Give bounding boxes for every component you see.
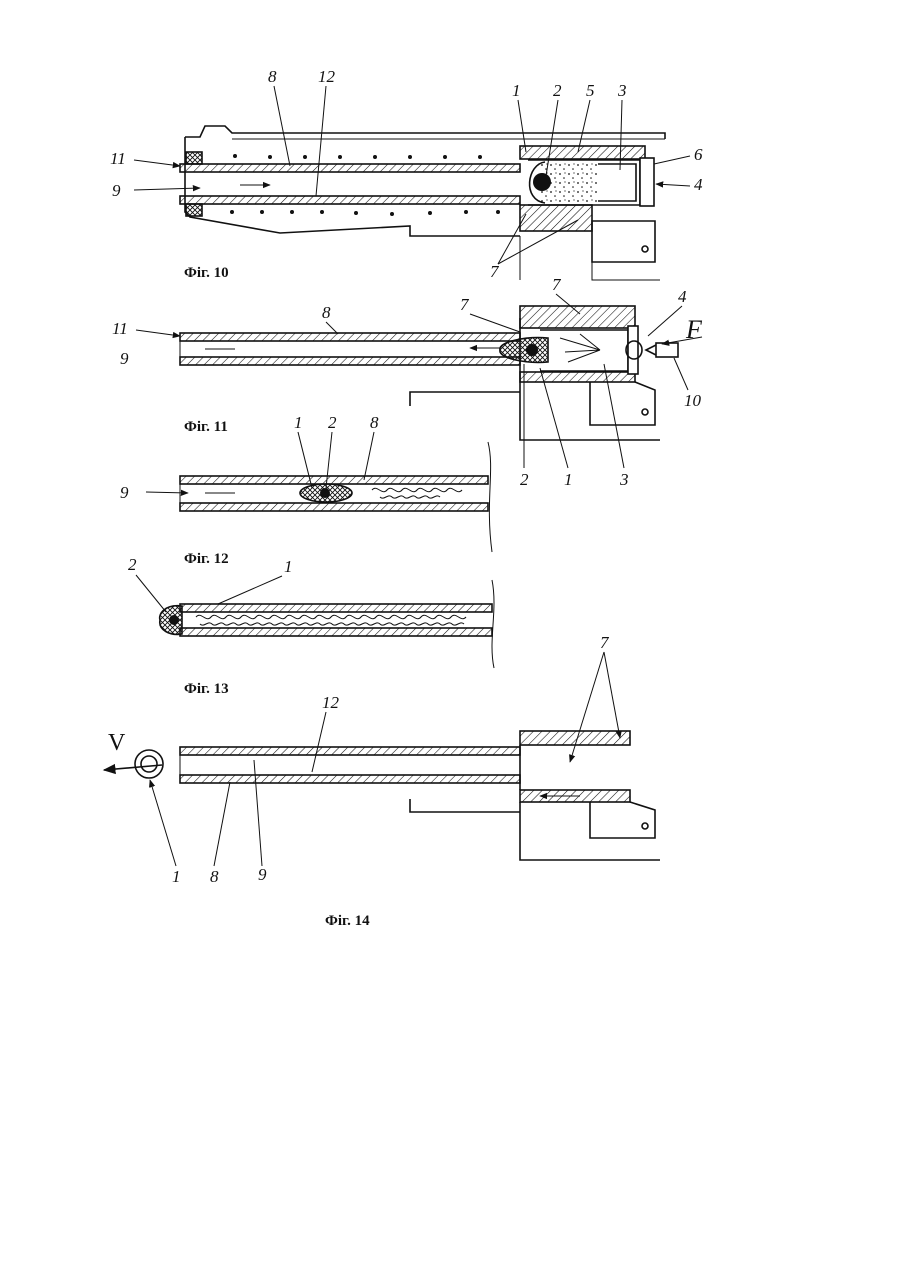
label-9: 9 <box>258 865 267 884</box>
label-7b: 7 <box>552 275 562 294</box>
label-8: 8 <box>210 867 219 886</box>
figure-12-caption: Фіг. 12 <box>184 551 229 567</box>
figure-10-caption: Фіг. 10 <box>184 265 229 281</box>
barrel-wall-bottom <box>180 196 520 204</box>
label-12: 12 <box>322 693 340 712</box>
label-6: 6 <box>694 145 703 164</box>
label-1: 1 <box>172 867 181 886</box>
figure-13: 2 1 Фіг. 13 <box>128 555 494 697</box>
label-3: 3 <box>619 470 629 489</box>
label-10: 10 <box>684 391 702 410</box>
label-3: 3 <box>617 81 627 100</box>
label-9: 9 <box>120 349 129 368</box>
label-8: 8 <box>322 303 331 322</box>
ball-core <box>533 173 551 191</box>
label-1: 1 <box>512 81 521 100</box>
figure-14-caption: Фіг. 14 <box>325 913 370 929</box>
figure-11: 8 7 7 4 F 11 9 10 2 1 3 Фіг. 11 <box>112 275 703 489</box>
barrel-wall-top <box>180 164 520 172</box>
label-11: 11 <box>112 319 128 338</box>
label-4: 4 <box>678 287 687 306</box>
vent-holes-bottom <box>230 210 500 216</box>
chamber-bottom <box>520 205 592 231</box>
label-5: 5 <box>586 81 595 100</box>
chamber-top <box>520 146 645 159</box>
label-1: 1 <box>284 557 293 576</box>
label-2: 2 <box>128 555 137 574</box>
label-8: 8 <box>370 413 379 432</box>
vent-holes-top <box>233 154 482 159</box>
label-1: 1 <box>564 470 573 489</box>
label-4: 4 <box>694 175 703 194</box>
label-9: 9 <box>120 483 129 502</box>
figure-12: 1 2 8 9 Фіг. 12 <box>120 413 492 567</box>
label-8: 8 <box>268 67 277 86</box>
striker-10 <box>656 343 678 357</box>
figure-13-caption: Фіг. 13 <box>184 681 229 697</box>
figure-11-caption: Фіг. 11 <box>184 419 228 435</box>
label-2: 2 <box>520 470 529 489</box>
label-2: 2 <box>328 413 337 432</box>
label-9: 9 <box>112 181 121 200</box>
label-2: 2 <box>553 81 562 100</box>
figure-14: V 7 12 1 8 9 Фіг. 14 <box>104 633 660 929</box>
label-7: 7 <box>460 295 470 314</box>
label-7: 7 <box>490 262 500 281</box>
label-7: 7 <box>600 633 610 652</box>
label-1: 1 <box>294 413 303 432</box>
figure-10: 1 2 5 3 6 4 8 12 11 9 7 Фіг. 10 <box>110 67 703 281</box>
projectile <box>135 750 163 778</box>
label-11: 11 <box>110 149 126 168</box>
label-F: F <box>685 315 703 344</box>
label-V: V <box>108 730 126 756</box>
label-12: 12 <box>318 67 336 86</box>
